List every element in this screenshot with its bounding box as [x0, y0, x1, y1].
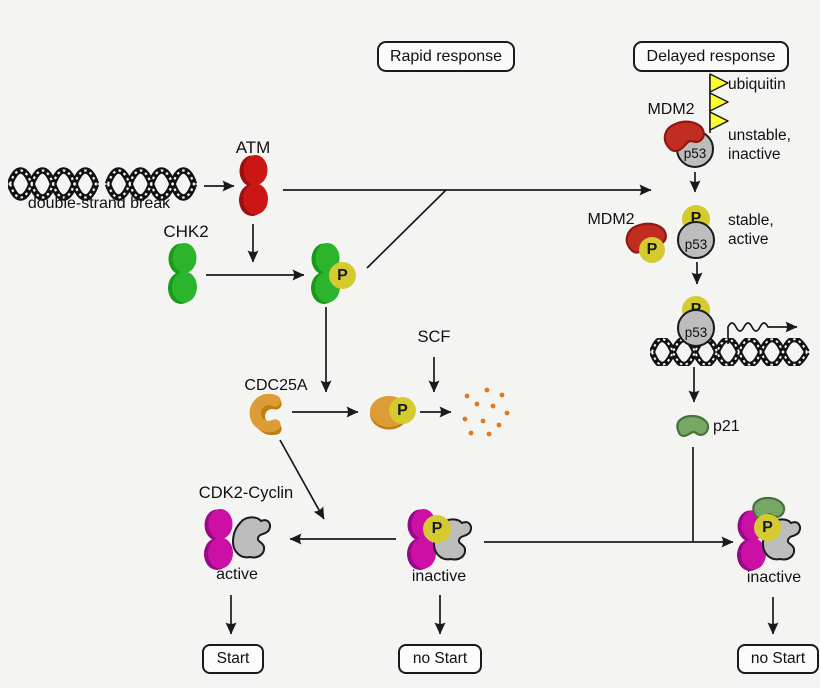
active-label: active	[216, 566, 258, 583]
p53-stable-shape: p53	[677, 221, 715, 259]
ubiquitin-chain-icon	[709, 73, 729, 133]
double-strand-break-label: double-strand break	[27, 195, 171, 212]
phospho-badge-chk2: P	[329, 262, 356, 289]
chk2-protein-shape	[168, 243, 197, 304]
cyclin-shape-active	[204, 509, 233, 570]
inactive-label-right: inactive	[746, 569, 802, 586]
line-chk2p-join-p53-arrow	[366, 189, 447, 269]
start-node: Start	[202, 644, 264, 674]
cdc25a-protein-shape	[249, 393, 282, 435]
delayed-response-header: Delayed response	[633, 41, 789, 72]
broken-dna-icon	[8, 167, 198, 201]
mdm2-label-top: MDM2	[647, 101, 695, 118]
target-gene-dna-icon	[650, 338, 810, 366]
unstable-inactive-label: unstable, inactive	[728, 127, 791, 163]
atm-label: ATM	[235, 138, 271, 157]
rapid-response-header: Rapid response	[377, 41, 515, 72]
degradation-dots	[462, 387, 510, 437]
delayed-response-label: Delayed response	[646, 47, 776, 65]
phospho-badge-cdk2-right: P	[754, 514, 781, 541]
phospho-badge-cdk2-middle: P	[423, 515, 451, 543]
p21-label: p21	[713, 418, 740, 435]
rapid-response-label: Rapid response	[389, 47, 503, 65]
atm-protein-shape	[239, 155, 268, 216]
cdk2-cyclin-label: CDK2-Cyclin	[198, 484, 294, 502]
p21-protein-shape	[676, 414, 710, 438]
inactive-label-middle: inactive	[411, 568, 467, 585]
arrow-cdc25a-to-cdk2-reaction	[279, 439, 325, 520]
p53-on-dna-shape: p53	[677, 309, 715, 347]
no-start-node-middle: no Start	[398, 644, 482, 674]
ubiquitin-label: ubiquitin	[728, 76, 786, 93]
cdc25a-label: CDC25A	[244, 377, 308, 394]
phospho-badge-cdc25a: P	[389, 397, 416, 424]
stable-active-label: stable, active	[728, 212, 774, 248]
cdk2-shape-active	[231, 516, 271, 559]
chk2-label: CHK2	[163, 222, 209, 241]
phospho-badge-mdm2: P	[639, 237, 665, 263]
no-start-node-right: no Start	[737, 644, 819, 674]
transcription-arrow	[727, 321, 798, 344]
scf-label: SCF	[417, 328, 451, 346]
mdm2-shape-top	[663, 120, 705, 153]
mdm2-label-middle: MDM2	[587, 211, 635, 228]
